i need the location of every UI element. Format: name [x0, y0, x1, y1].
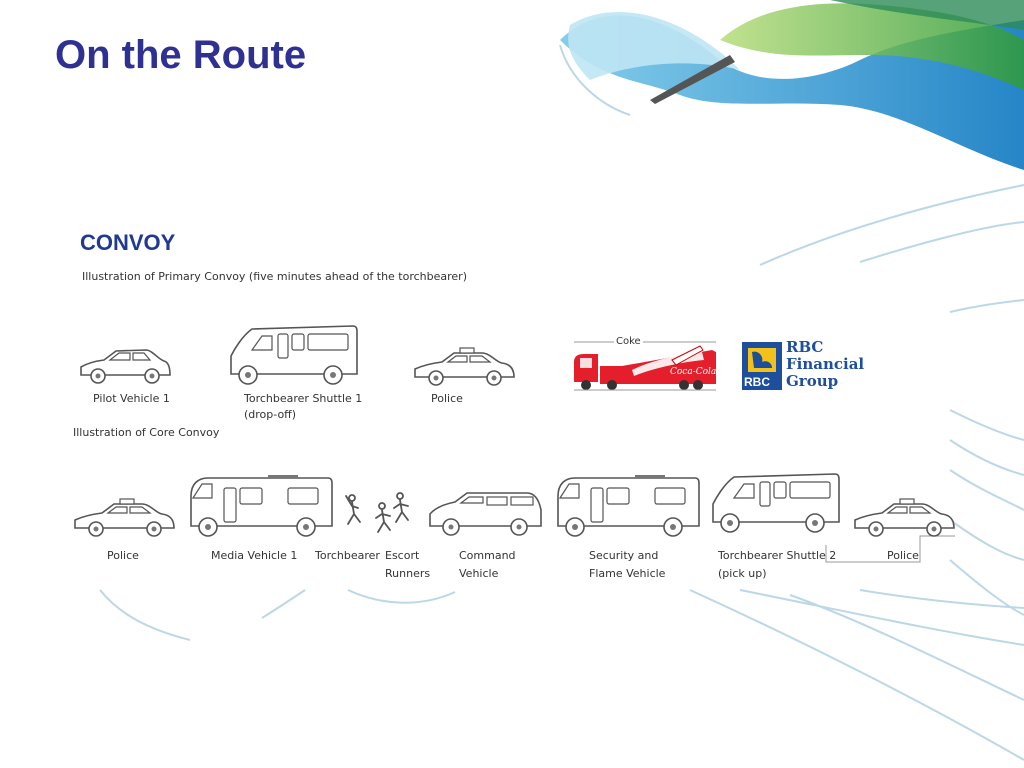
- primary-convoy-caption: Illustration of Primary Convoy (five min…: [82, 270, 467, 283]
- police-car-left-icon: [74, 498, 175, 537]
- pilot-vehicle-icon: [80, 349, 171, 384]
- pilot-vehicle-label: Pilot Vehicle 1: [93, 392, 170, 405]
- police-label-primary: Police: [431, 392, 463, 405]
- command-label-line1: Command: [459, 549, 516, 562]
- police-car-right-icon: [854, 498, 955, 537]
- police-right-label: Police: [887, 549, 919, 562]
- command-vehicle-icon: [429, 492, 542, 536]
- security-label-line1: Security and: [589, 549, 659, 562]
- rbc-logo: RBC RBC Financial Group: [742, 339, 864, 392]
- coke-truck-icon: [574, 341, 716, 391]
- media-vehicle-icon: [190, 475, 333, 537]
- shuttle-1-label-line1: Torchbearer Shuttle 1: [244, 392, 363, 405]
- police-left-label: Police: [107, 549, 139, 562]
- torchbearer-and-runners-icon: [345, 492, 409, 533]
- security-flame-vehicle-icon: [557, 475, 700, 537]
- security-label-line2: Flame Vehicle: [589, 567, 666, 580]
- shuttle-2-label-line1: Torchbearer Shuttle 2: [718, 549, 837, 562]
- shuttle-2-label-line2: (pick up): [718, 567, 767, 580]
- escort-label-line2: Runners: [385, 567, 431, 580]
- torchbearer-shuttle-2-icon: [712, 473, 840, 533]
- torchbearer-shuttle-1-icon: [230, 325, 358, 385]
- coke-label: Coke: [614, 333, 643, 350]
- shuttle-1-label-line2: (drop-off): [244, 408, 297, 421]
- core-convoy-caption: Illustration of Core Convoy: [73, 426, 220, 439]
- section-heading: CONVOY: [80, 230, 176, 255]
- escort-label-line1: Escort: [385, 549, 420, 562]
- rbc-badge-text: RBC: [744, 375, 770, 389]
- coke-truck: Coke Coca-Cola: [572, 333, 718, 392]
- command-label-line2: Vehicle: [459, 567, 499, 580]
- rbc-shield-icon: [742, 342, 782, 390]
- coke-logo-text: Coca-Cola: [670, 367, 717, 377]
- media-vehicle-label: Media Vehicle 1: [211, 549, 298, 562]
- slide-title: On the Route: [55, 33, 307, 77]
- rbc-wordmark-line3: Group: [786, 372, 839, 390]
- police-car-icon: [414, 347, 515, 386]
- rbc-wordmark-line2: Financial: [786, 355, 865, 373]
- rbc-wordmark: RBC Financial Group: [786, 339, 864, 390]
- torchbearer-label: Torchbearer: [315, 549, 380, 562]
- rbc-wordmark-line1: RBC: [786, 338, 824, 356]
